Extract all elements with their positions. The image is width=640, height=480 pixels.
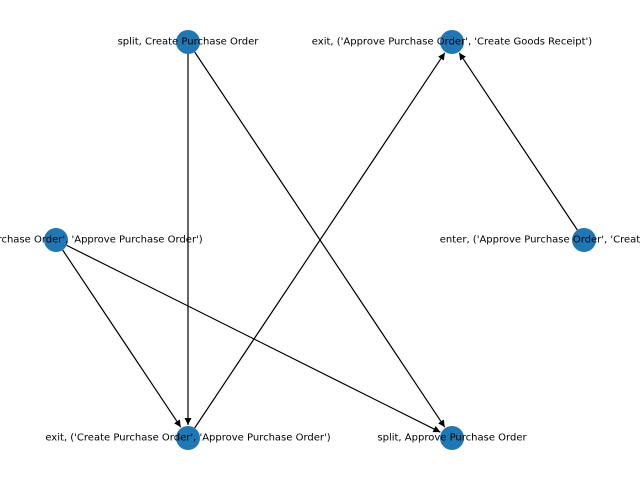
- edge-n3-to-n5: [62, 249, 182, 428]
- graph-node-n2: [440, 30, 464, 54]
- graph-node-n3: [44, 228, 68, 252]
- node-label-n3: enter, ('Create Purchase Order', 'Approv…: [0, 235, 203, 246]
- node-label-n4: enter, ('Approve Purchase Order', 'Creat…: [440, 235, 640, 246]
- graph-node-n6: [440, 426, 464, 450]
- edge-n4-to-n2: [458, 52, 578, 231]
- graph-node-n5: [176, 426, 200, 450]
- node-label-n2: exit, ('Approve Purchase Order', 'Create…: [312, 37, 592, 48]
- labels-layer: split, Create Purchase Order exit, ('Appr…: [0, 37, 640, 444]
- graph-node-n4: [572, 228, 596, 252]
- node-label-n6: split, Approve Purchase Order: [377, 433, 527, 444]
- edge-n5-to-n2: [194, 52, 446, 429]
- nodes-layer: [44, 30, 596, 450]
- node-label-n5: exit, ('Create Purchase Order', 'Approve…: [45, 433, 330, 444]
- edges-layer: [62, 51, 578, 433]
- graph-node-n1: [176, 30, 200, 54]
- node-label-n1: split, Create Purchase Order: [118, 37, 260, 48]
